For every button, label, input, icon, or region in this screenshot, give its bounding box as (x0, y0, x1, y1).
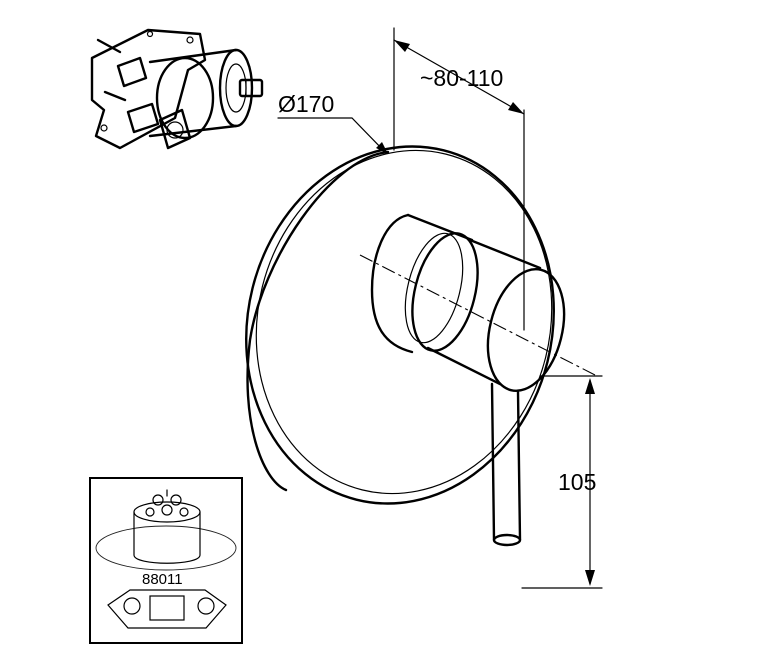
mixer-illustration (245, 145, 566, 547)
height-label: 105 (558, 469, 596, 495)
inset-panel (89, 477, 243, 644)
part-number-label: 88011 (142, 571, 183, 588)
depth-label: ~80-110 (420, 65, 503, 91)
dimension-lines (277, 27, 603, 589)
diameter-label: Ø170 (278, 91, 334, 117)
valve-body-illustration (90, 28, 264, 150)
